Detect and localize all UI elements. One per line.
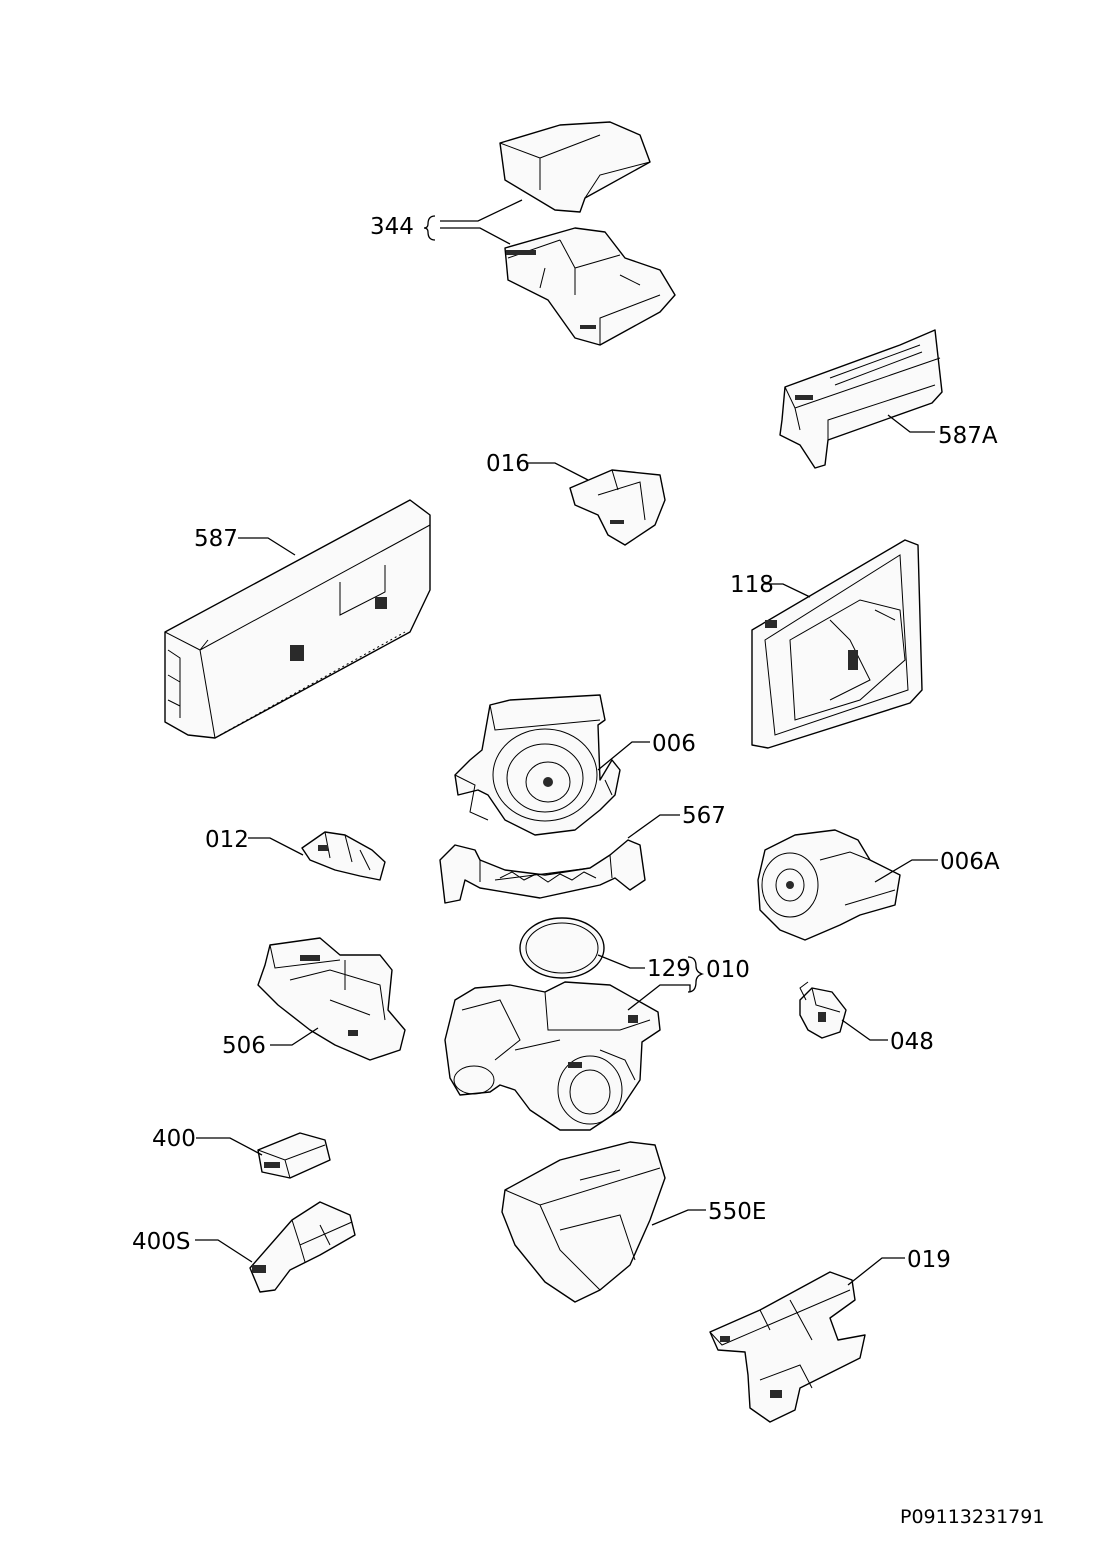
label-019: 019 [907, 1247, 951, 1273]
label-506: 506 [222, 1033, 266, 1059]
document-code: P09113231791 [900, 1506, 1044, 1528]
part-506-sump-assembly [257, 937, 406, 1061]
label-400: 400 [152, 1126, 196, 1152]
part-016-switch-bracket [569, 469, 666, 546]
leader-048 [841, 1019, 888, 1041]
label-567: 567 [682, 803, 726, 829]
part-006-pump-housing [454, 694, 621, 836]
label-587A: 587A [938, 423, 998, 449]
part-048-sensor [799, 981, 847, 1039]
leader-400 [196, 1137, 263, 1156]
label-344: 344 [370, 214, 414, 240]
label-129: 129 [647, 956, 691, 982]
part-344-control-module [499, 121, 676, 346]
leader-118 [763, 583, 811, 598]
leader-587 [238, 537, 296, 556]
label-010: 010 [706, 957, 750, 983]
label-550E: 550E [708, 1199, 766, 1225]
leader-016 [527, 462, 589, 481]
leader-400S [195, 1239, 253, 1263]
label-118: 118 [730, 572, 774, 598]
leader-012 [248, 837, 304, 856]
part-118-detergent-dispenser [751, 539, 923, 749]
leader-567 [627, 814, 680, 839]
leader-550E [651, 1209, 706, 1226]
label-006: 006 [652, 731, 696, 757]
leader-344 [423, 199, 523, 245]
part-587-main-electronic-module [164, 499, 431, 739]
part-567-pump-bracket [439, 839, 646, 904]
label-048: 048 [890, 1029, 934, 1055]
label-006A: 006A [940, 849, 1000, 875]
part-400-module [257, 1132, 331, 1179]
part-400S-module [249, 1201, 356, 1293]
leader-587A [887, 414, 935, 433]
part-550E-pump-cover [501, 1141, 666, 1303]
part-010-heat-pump-assembly [444, 981, 661, 1131]
part-129-o-ring [519, 917, 605, 979]
part-012-sensor [301, 831, 386, 881]
leader-506 [270, 1027, 319, 1046]
leader-129 [597, 954, 645, 969]
label-016: 016 [486, 451, 530, 477]
label-400S: 400S [132, 1229, 191, 1255]
leader-010 [627, 984, 691, 1011]
leader-006 [597, 741, 650, 771]
part-006A-drain-pump [757, 829, 901, 941]
part-587A-display-board [779, 329, 943, 469]
label-012: 012 [205, 827, 249, 853]
label-587: 587 [194, 526, 238, 552]
leader-006A [874, 859, 938, 883]
part-019-bracket-assembly [709, 1271, 866, 1423]
leader-019 [847, 1257, 905, 1286]
brace-010 [687, 956, 705, 993]
